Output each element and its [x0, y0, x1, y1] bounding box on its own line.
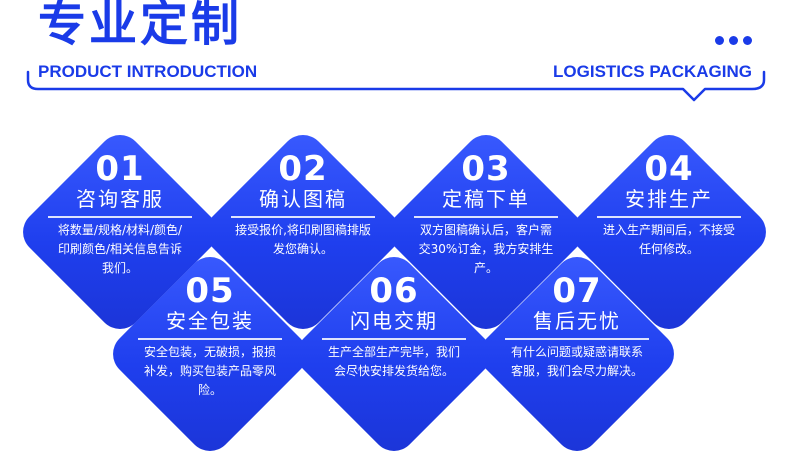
step-description: 进入生产期间后，不接受任何修改。: [602, 223, 735, 256]
step-card-04: 04 安排生产 进入生产期间后，不接受任何修改。: [562, 125, 776, 339]
frame-path: [26, 70, 766, 102]
step-card-05: 05 安全包装 安全包装，无破损，报损补发，购买包装产品零风险。: [103, 247, 317, 461]
step-card-02: 02 确认图稿 接受报价,将印刷图稿排版发您确认。: [196, 125, 410, 339]
step-divider: [231, 216, 375, 218]
step-title: 安全包装: [166, 309, 254, 333]
step-card-07: 07 售后无忧 有什么问题或疑惑请联系客服，我们会尽力解决。: [470, 247, 684, 461]
step-title: 安排生产: [625, 187, 713, 211]
subtitle-logistics-packaging: LOGISTICS PACKAGING: [553, 62, 752, 81]
step-card-03: 03 定稿下单 双方图稿确认后，客户需交30%订金，我方安排生产。: [379, 125, 593, 339]
step-divider: [597, 216, 741, 218]
header-frame-line: [26, 70, 766, 102]
step-title: 闪电交期: [350, 309, 438, 333]
page-title: 专业定制: [38, 0, 243, 52]
step-description: 将数量/规格/材料/颜色/印刷颜色/相关信息告诉我们。: [57, 223, 183, 275]
step-description: 安全包装，无破损，报损补发，购买包装产品零风险。: [143, 345, 276, 397]
step-card-06: 06 闪电交期 生产全部生产完毕，我们会尽快安排发货给您。: [287, 247, 501, 461]
step-number: 05: [185, 271, 235, 311]
step-number: 04: [644, 149, 694, 189]
step-title: 定稿下单: [442, 187, 530, 211]
step-card-01: 01 咨询客服 将数量/规格/材料/颜色/印刷颜色/相关信息告诉我们。: [13, 125, 227, 339]
step-number: 02: [278, 149, 328, 189]
step-number: 06: [369, 271, 419, 311]
dot-icon: [715, 36, 724, 45]
dots-decoration: [715, 36, 752, 45]
step-number: 03: [461, 149, 511, 189]
step-divider: [138, 338, 282, 340]
step-description: 有什么问题或疑惑请联系客服，我们会尽力解决。: [510, 345, 643, 378]
step-divider: [48, 216, 192, 218]
step-divider: [322, 338, 466, 340]
step-description: 生产全部生产完毕，我们会尽快安排发货给您。: [327, 345, 460, 378]
subtitle-product-introduction: PRODUCT INTRODUCTION: [38, 62, 258, 81]
step-description: 双方图稿确认后，客户需交30%订金，我方安排生产。: [418, 223, 554, 275]
dot-icon: [743, 36, 752, 45]
step-description: 接受报价,将印刷图稿排版发您确认。: [235, 223, 371, 256]
dot-icon: [729, 36, 738, 45]
step-title: 售后无忧: [533, 309, 621, 333]
step-divider: [414, 216, 558, 218]
step-divider: [505, 338, 649, 340]
step-number: 07: [552, 271, 602, 311]
step-number: 01: [95, 149, 145, 189]
step-title: 确认图稿: [259, 187, 347, 211]
step-title: 咨询客服: [76, 187, 164, 211]
